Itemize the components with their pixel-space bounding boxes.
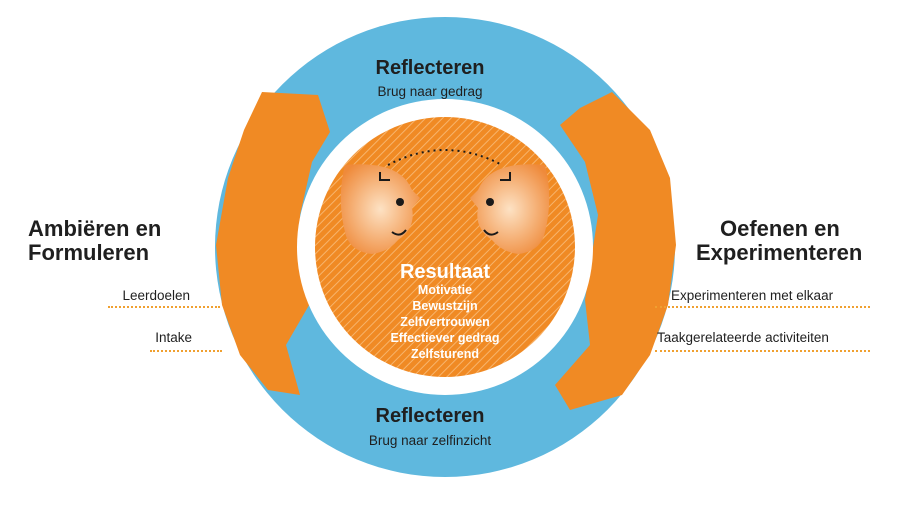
- center-item-zelfvertrouwen: Zelfvertrouwen: [400, 315, 490, 329]
- left-segment: [216, 92, 330, 395]
- right-item-taakgerelateerde: Taakgerelateerde activiteiten: [657, 330, 829, 345]
- bottom-subtitle: Brug naar zelfinzicht: [369, 433, 492, 448]
- two-faces-facing-icon: [340, 149, 550, 254]
- left-title-line2: Formuleren: [28, 240, 150, 265]
- bottom-title: Reflecteren: [376, 405, 485, 427]
- left-dotted-line-1: [108, 306, 220, 308]
- center-item-zelfsturend: Zelfsturend: [411, 347, 479, 361]
- right-title-line2: Experimenteren: [696, 240, 863, 265]
- top-subtitle: Brug naar gedrag: [377, 84, 482, 99]
- left-title-line1: Ambiëren en: [28, 216, 162, 241]
- center-item-bewustzijn: Bewustzijn: [412, 299, 477, 313]
- right-segment: [555, 92, 676, 410]
- left-dotted-line-2: [150, 350, 222, 352]
- right-item-experimenteren: Experimenteren met elkaar: [671, 288, 834, 303]
- right-dotted-line-1: [655, 306, 870, 308]
- right-dotted-line-2: [655, 350, 870, 352]
- right-title-line1: Oefenen en: [720, 216, 840, 241]
- top-title: Reflecteren: [376, 57, 485, 79]
- left-item-intake: Intake: [155, 330, 192, 345]
- center-item-effectiever-gedrag: Effectiever gedrag: [390, 331, 499, 345]
- center-item-motivatie: Motivatie: [418, 283, 472, 297]
- center-title: Resultaat: [400, 261, 490, 283]
- left-item-leerdoelen: Leerdoelen: [122, 288, 190, 303]
